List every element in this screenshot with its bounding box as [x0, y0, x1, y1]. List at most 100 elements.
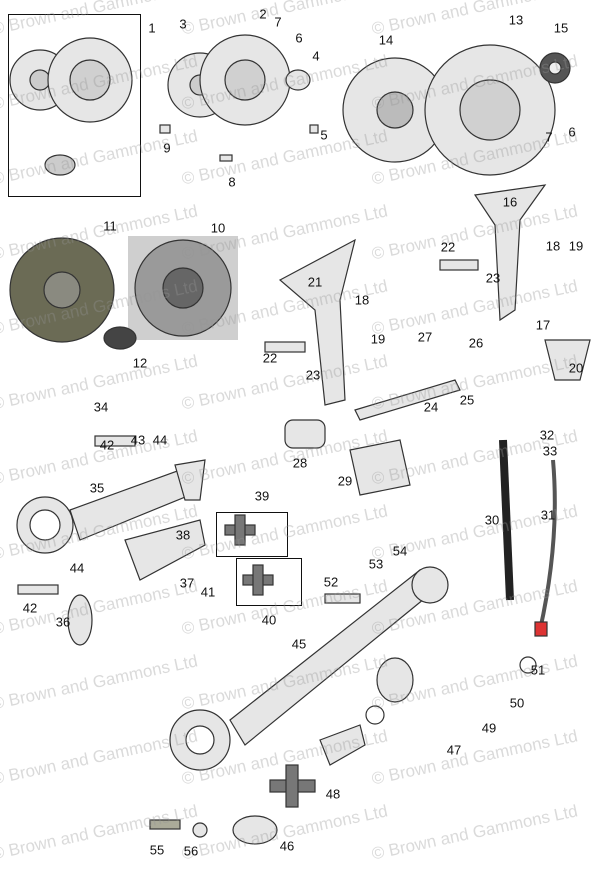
callout: 15: [553, 20, 569, 36]
clutch-disc-14: [342, 57, 448, 163]
hose-30: [499, 439, 514, 601]
release-bearing-15: [539, 52, 571, 84]
callout: 36: [55, 614, 71, 630]
bolt-52: [324, 593, 361, 604]
flange-46: [232, 815, 278, 845]
grommet-28: [284, 419, 326, 449]
callout: 11: [103, 218, 117, 234]
release-fork-21: [278, 238, 356, 406]
callout: 18: [545, 238, 561, 254]
callout: 18: [354, 292, 370, 308]
callout: 40: [261, 612, 277, 628]
callout: 33: [542, 443, 558, 459]
callout: 23: [485, 270, 501, 286]
assembly-box-1: [8, 14, 141, 197]
callout: 24: [423, 399, 439, 415]
callout: 56: [183, 843, 199, 859]
release-bearing-4: [285, 69, 311, 91]
callout: 17: [535, 317, 551, 333]
callout: 6: [295, 30, 303, 46]
callout: 46: [279, 838, 295, 854]
callout: 14: [378, 32, 394, 48]
flange-yoke-36: [67, 594, 93, 646]
propshaft-35: [16, 459, 206, 554]
release-bearing-photo-12: [103, 326, 137, 350]
uj-kit-39: [224, 514, 256, 546]
uj-kit-40: [242, 564, 274, 596]
callout: 21: [307, 274, 323, 290]
nut-56: [192, 822, 208, 838]
callout: 45: [291, 636, 307, 652]
bolt-22b: [439, 259, 479, 271]
callout: 32: [539, 427, 555, 443]
bolt-22: [264, 341, 306, 353]
part-50: [376, 657, 414, 703]
callout: 22: [440, 239, 456, 255]
callout: 22: [262, 350, 278, 366]
callout: 50: [509, 695, 525, 711]
callout: 39: [254, 488, 270, 504]
callout: 42: [22, 600, 38, 616]
callout: 2: [259, 6, 267, 22]
callout: 52: [323, 574, 339, 590]
ring-49: [365, 705, 385, 725]
push-rod-24: [354, 379, 461, 421]
callout: 43: [130, 432, 146, 448]
callout: 38: [175, 527, 191, 543]
callout: 41: [200, 584, 216, 600]
callout: 23: [305, 367, 321, 383]
clutch-cover-13: [424, 44, 556, 176]
callout: 1: [148, 20, 156, 36]
callout: 44: [69, 560, 85, 576]
callout: 8: [228, 174, 236, 190]
callout: 7: [545, 129, 553, 145]
yoke-47: [319, 724, 366, 766]
callout: 35: [89, 480, 105, 496]
ring-51: [519, 656, 537, 674]
kit-box-40: [236, 558, 302, 606]
callout: 53: [368, 556, 384, 572]
kit-box-39: [216, 512, 288, 557]
callout: 20: [568, 360, 584, 376]
callout: 28: [292, 455, 308, 471]
callout: 54: [392, 543, 408, 559]
callout: 6: [568, 124, 576, 140]
gaiter-29: [349, 439, 411, 496]
callout: 13: [508, 12, 524, 28]
callout: 7: [274, 14, 282, 30]
callout: 19: [370, 331, 386, 347]
release-fork-16: [473, 184, 547, 322]
clutch-assembly-1: [9, 37, 133, 176]
sleeve-yoke-37: [124, 519, 206, 581]
clutch-cover-2: [199, 34, 291, 126]
propshaft-45: [169, 566, 449, 771]
callout: 48: [325, 786, 341, 802]
callout: 51: [530, 662, 546, 678]
callout: 31: [540, 507, 556, 523]
part-8: [219, 154, 233, 162]
part-5: [309, 124, 319, 134]
callout: 19: [568, 238, 584, 254]
callout: 5: [320, 127, 328, 143]
callout: 3: [179, 16, 187, 32]
bolt-42: [94, 435, 136, 447]
callout: 29: [337, 473, 353, 489]
callout: 37: [179, 575, 195, 591]
callout: 47: [446, 742, 462, 758]
callout: 34: [93, 399, 109, 415]
callout: 49: [481, 720, 497, 736]
callout: 12: [132, 355, 148, 371]
boot-20: [544, 339, 591, 381]
part-9: [159, 124, 171, 134]
callout: 9: [163, 140, 171, 156]
bolt-55: [149, 819, 181, 830]
callout: 44: [152, 432, 168, 448]
hose-31: [538, 459, 557, 631]
callout: 55: [149, 842, 165, 858]
bolt-42b: [17, 584, 59, 595]
uj-48: [269, 764, 316, 808]
callout: 16: [502, 194, 518, 210]
callout: 27: [417, 329, 433, 345]
hose-end-cap: [534, 621, 548, 637]
